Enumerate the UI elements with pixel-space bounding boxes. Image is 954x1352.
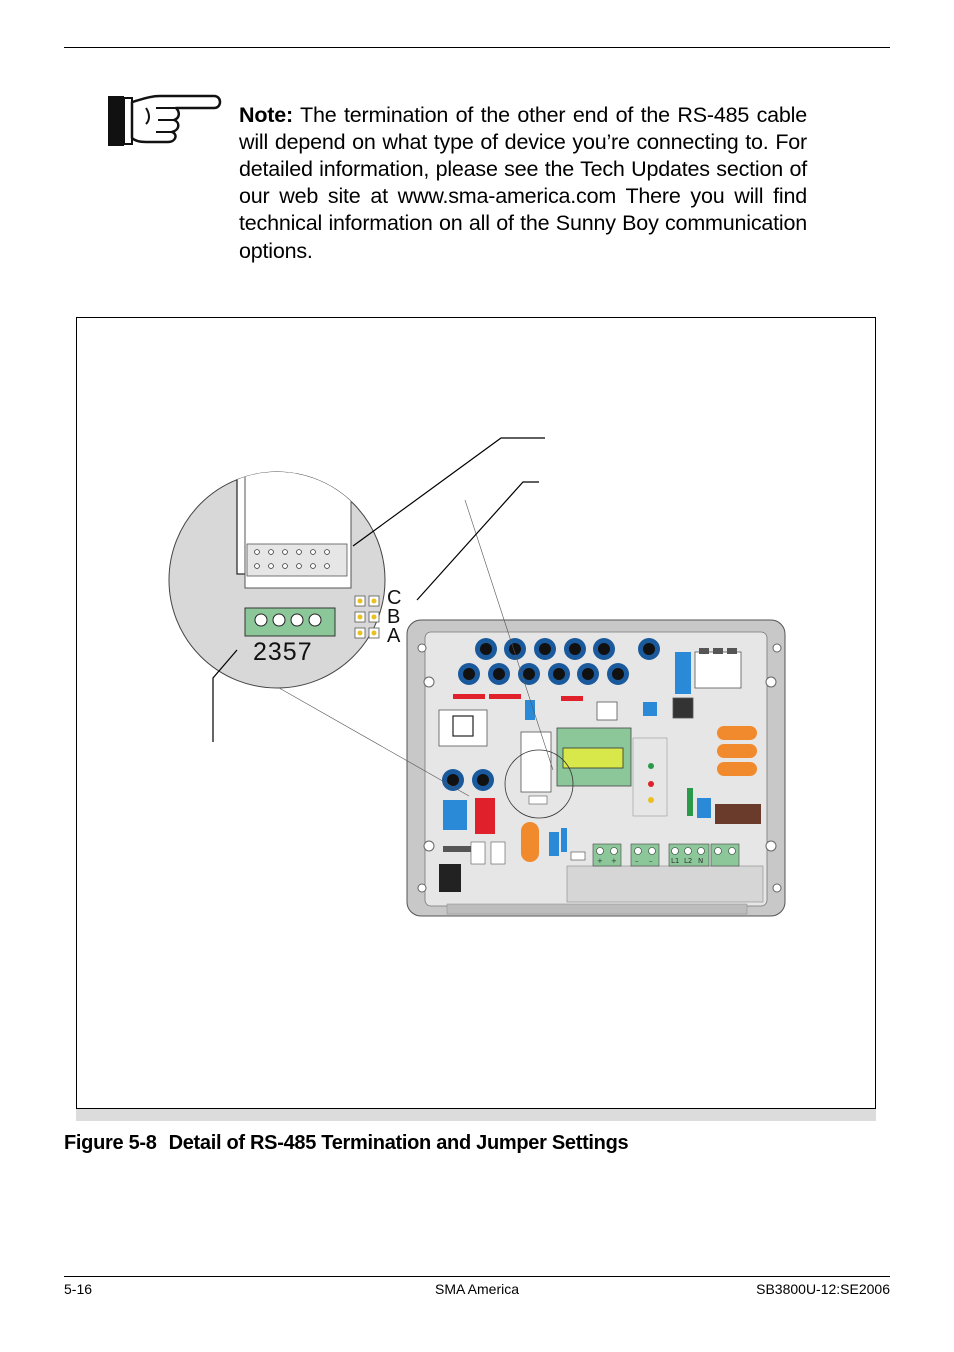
- magnified-detail: 2357 C B A: [168, 471, 401, 689]
- detail-highlight-circle: [504, 749, 574, 819]
- jumper-label-c: C: [387, 587, 401, 609]
- jumper-label-b: B: [387, 606, 400, 628]
- connector-label: N: [698, 857, 703, 865]
- connector-label: –: [635, 857, 639, 865]
- figure-shade-bar: [76, 1109, 876, 1121]
- connector-label: –: [649, 857, 653, 865]
- inverter-board-diagram: + + – – L1 L2 N: [168, 437, 786, 917]
- board-components: [438, 648, 761, 892]
- jumper-label-a: A: [387, 625, 401, 647]
- figure-number: Figure 5-8: [64, 1132, 157, 1154]
- pointing-hand-icon: [108, 94, 222, 146]
- note-label: Note:: [239, 102, 293, 127]
- connector-label: +: [611, 857, 617, 865]
- page-number: 5-16: [64, 1281, 93, 1297]
- footer-rule: [64, 1276, 890, 1277]
- terminal-blocks: + + – – L1 L2 N: [592, 843, 740, 867]
- connector-label: L2: [684, 857, 692, 865]
- note-paragraph: Note: The termination of the other end o…: [239, 102, 807, 265]
- figure-title: Detail of RS-485 Termination and Jumper …: [168, 1132, 629, 1154]
- figure-caption: Figure 5-8 Detail of RS-485 Termination a…: [64, 1132, 629, 1155]
- capacitor-row: [442, 638, 660, 791]
- rs485-terminal-numbers: 2357: [253, 638, 313, 666]
- connector-label: +: [597, 857, 603, 865]
- connector-label: L1: [671, 857, 679, 865]
- document-id: SB3800U-12:SE2006: [756, 1281, 890, 1297]
- footer-company: SMA America: [434, 1281, 520, 1297]
- header-rule: [64, 47, 890, 48]
- note-body: The termination of the other end of the …: [239, 102, 807, 263]
- leader-lines: [212, 437, 545, 742]
- figure-frame: + + – – L1 L2 N: [76, 317, 876, 1109]
